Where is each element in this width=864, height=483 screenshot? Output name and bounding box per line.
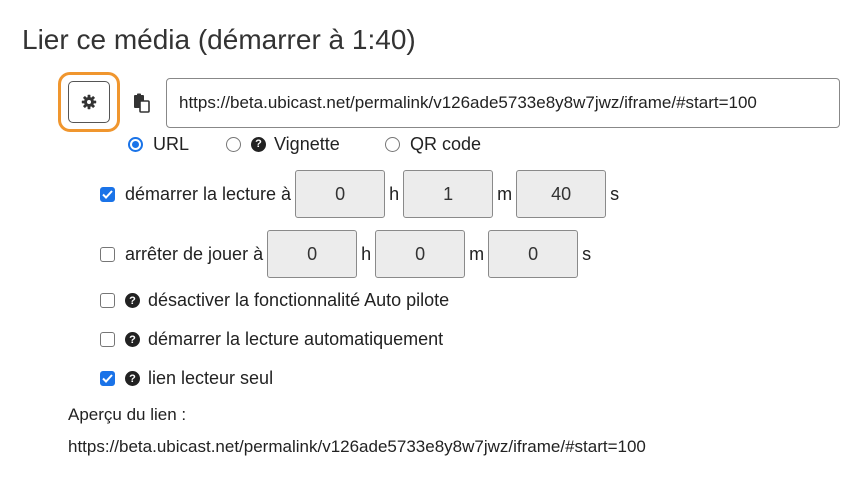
start-seconds-input[interactable]: 40 [516,170,607,218]
player-only-checkbox[interactable] [100,371,115,386]
question-circle-icon[interactable]: ? [125,371,140,386]
format-radio-qrcode[interactable] [385,136,400,152]
stop-hours-input[interactable]: 0 [267,230,358,278]
format-option-vignette[interactable]: ? Vignette [226,131,340,157]
settings-button-highlight[interactable] [58,72,120,132]
format-option-qrcode[interactable]: QR code [385,131,481,157]
link-preview-url: https://beta.ubicast.net/permalink/v126a… [68,437,646,456]
unit-minutes: m [497,183,513,204]
stop-seconds-input[interactable]: 0 [488,230,579,278]
option-player-only[interactable]: ? lien lecteur seul [100,368,273,389]
check-icon [102,374,113,383]
format-option-url[interactable]: URL [128,131,189,157]
clipboard-icon [134,93,150,113]
autopilot-checkbox[interactable] [100,293,115,308]
question-circle-icon[interactable]: ? [125,332,140,347]
copy-button[interactable] [122,79,160,127]
settings-button[interactable] [68,81,110,123]
start-checkbox[interactable] [100,186,115,202]
option-label: lien lecteur seul [148,368,274,388]
option-label: démarrer la lecture automatiquement [148,329,444,349]
stop-checkbox[interactable] [100,246,115,262]
unit-seconds: s [610,183,620,204]
start-time-row: démarrer la lecture à 0 h 1 m 40 s [100,170,623,218]
gear-icon [81,94,97,110]
stop-time-row: arrêter de jouer à 0 h 0 m 0 s [100,230,595,278]
format-radio-vignette[interactable] [226,136,241,152]
option-autopilot[interactable]: ? désactiver la fonctionnalité Auto pilo… [100,290,449,311]
question-circle-icon[interactable]: ? [251,136,266,152]
format-option-label: URL [153,133,190,154]
stop-label: arrêter de jouer à [125,243,264,264]
format-radio-url[interactable] [128,136,143,152]
autoplay-checkbox[interactable] [100,332,115,347]
unit-minutes: m [469,243,485,264]
check-icon [102,189,113,199]
format-option-label: Vignette [274,133,340,154]
stop-minutes-input[interactable]: 0 [375,230,466,278]
start-label: démarrer la lecture à [125,183,292,204]
question-circle-icon[interactable]: ? [125,293,140,308]
link-preview-label: Aperçu du lien : [68,405,187,424]
unit-hours: h [389,183,400,204]
permalink-url-input[interactable] [166,78,840,128]
start-hours-input[interactable]: 0 [295,170,386,218]
start-minutes-input[interactable]: 1 [403,170,494,218]
option-autoplay[interactable]: ? démarrer la lecture automatiquement [100,329,443,350]
unit-seconds: s [582,243,592,264]
format-option-label: QR code [410,133,482,154]
option-label: désactiver la fonctionnalité Auto pilote [148,290,450,310]
page-title: Lier ce média (démarrer à 1:40) [22,24,416,55]
unit-hours: h [361,243,372,264]
